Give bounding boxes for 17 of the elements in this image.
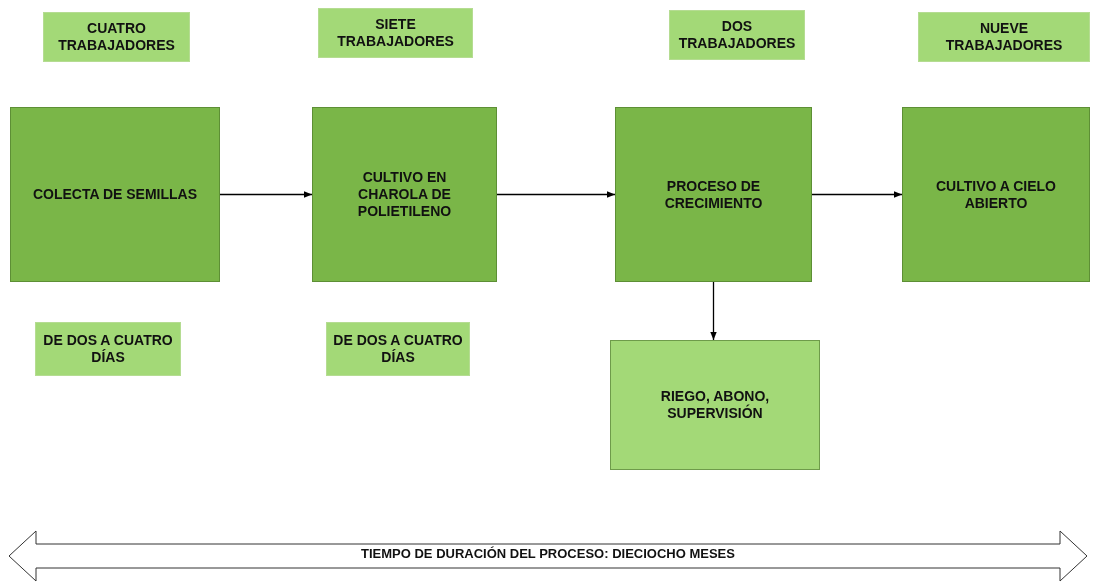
process-box: RIEGO, ABONO, SUPERVISIÓN — [610, 340, 820, 470]
double-arrow-band — [8, 530, 1088, 582]
arrow — [811, 191, 903, 198]
band-label: TIEMPO DE DURACIÓN DEL PROCESO: DIECIOCHO MESES — [360, 546, 736, 562]
arrow — [219, 191, 313, 198]
label-box: DE DOS A CUATRO DÍAS — [326, 322, 470, 376]
process-box: CULTIVO A CIELO ABIERTO — [902, 107, 1090, 282]
label-box: NUEVE TRABAJADORES — [918, 12, 1090, 62]
process-box: CULTIVO EN CHAROLA DE POLIETILENO — [312, 107, 497, 282]
label-box: DE DOS A CUATRO DÍAS — [35, 322, 181, 376]
process-box: COLECTA DE SEMILLAS — [10, 107, 220, 282]
label-box: CUATRO TRABAJADORES — [43, 12, 190, 62]
process-box: PROCESO DE CRECIMIENTO — [615, 107, 812, 282]
arrow — [710, 281, 717, 341]
label-box: DOS TRABAJADORES — [669, 10, 805, 60]
arrow — [496, 191, 616, 198]
label-box: SIETE TRABAJADORES — [318, 8, 473, 58]
